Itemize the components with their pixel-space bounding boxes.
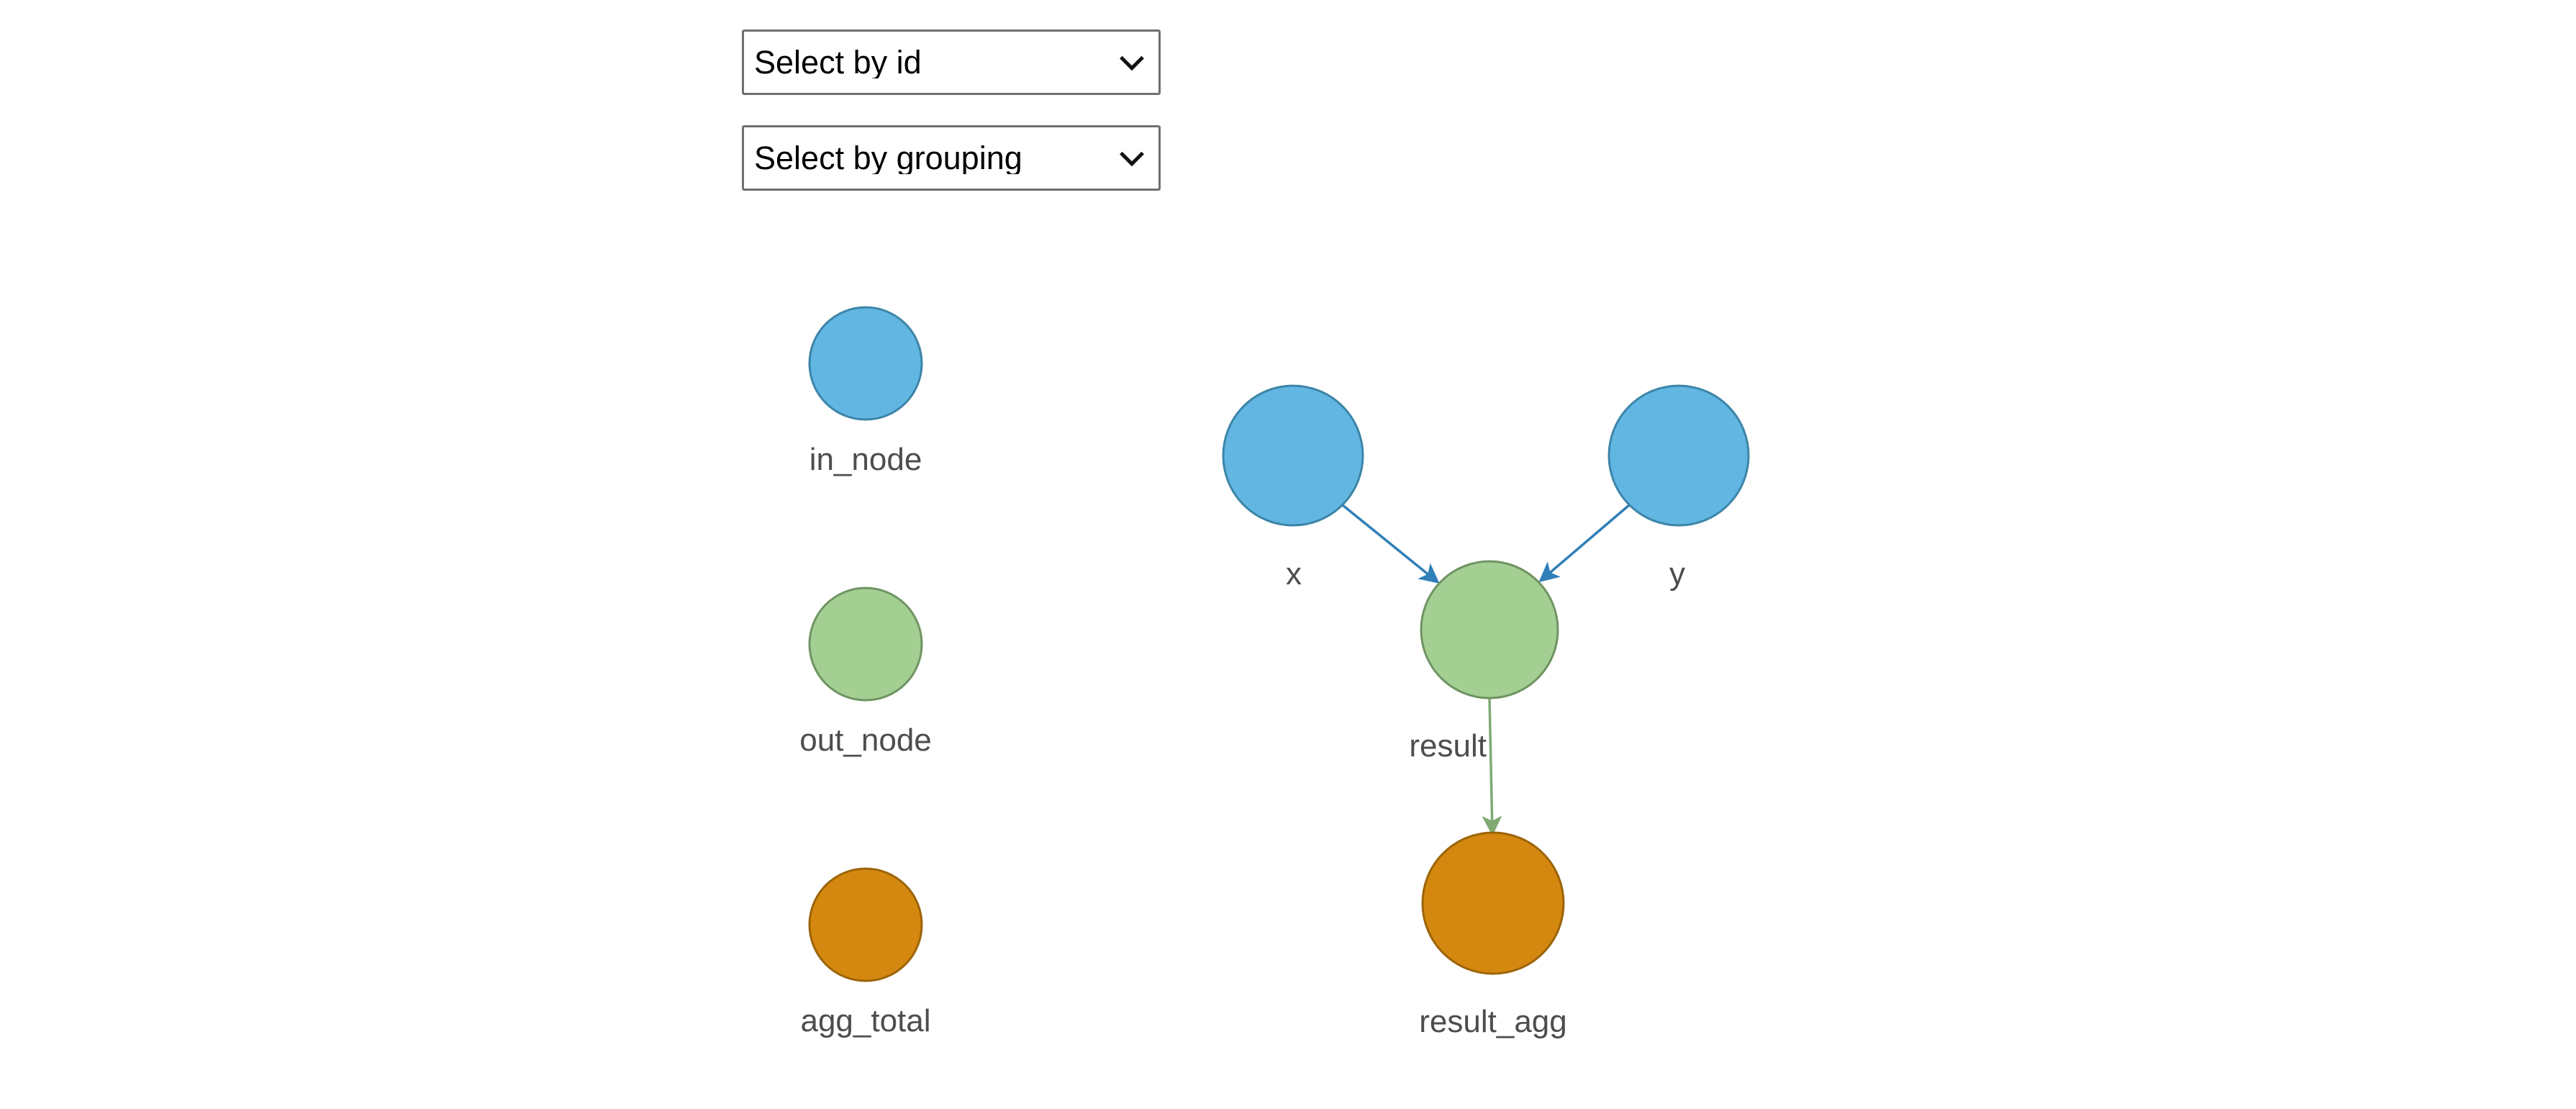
legend-swatch-out-node[interactable] [808, 587, 923, 702]
edge-label-result: result [1409, 728, 1487, 764]
edge-result-to-result-agg[interactable] [1482, 697, 1502, 836]
legend-label-in-node: in_node [809, 442, 922, 477]
legend-item-in-node[interactable]: in_node [808, 306, 923, 477]
controls-panel: Select by id Select by grouping [742, 30, 1161, 221]
legend-item-out-node[interactable]: out_node [799, 587, 932, 758]
graph-node-result-agg[interactable]: result_agg [1419, 831, 1567, 1039]
legend-swatch-in-node[interactable] [808, 306, 923, 421]
select-by-grouping-dropdown[interactable]: Select by grouping [742, 125, 1161, 191]
graph-node-y[interactable]: y [1607, 384, 1750, 592]
select-by-id-value: Select by id [754, 46, 922, 78]
graph-node-label-x: x [1286, 556, 1302, 592]
graph-node-x[interactable]: x [1222, 384, 1364, 592]
edge-y-to-result[interactable] [1538, 504, 1631, 583]
graph-node-label-y: y [1669, 556, 1685, 592]
legend-group: in_node out_node agg_total [799, 306, 932, 1038]
graph-nodes: x y result_agg [1222, 384, 1750, 1039]
graph-edges: result [1341, 504, 1631, 836]
graph-node-circle-y[interactable] [1607, 384, 1750, 527]
edge-x-to-result[interactable] [1341, 504, 1440, 584]
graph-node-label-result-agg: result_agg [1419, 1004, 1566, 1039]
select-by-grouping-value: Select by grouping [754, 142, 1022, 174]
chevron-down-icon[interactable] [1115, 46, 1148, 79]
select-by-id-dropdown[interactable]: Select by id [742, 30, 1161, 95]
graph-node-result[interactable] [1420, 560, 1559, 700]
legend-item-agg-total[interactable]: agg_total [800, 867, 931, 1038]
graph-node-circle-result[interactable] [1420, 560, 1559, 700]
legend-swatch-agg-total[interactable] [808, 867, 923, 982]
chevron-down-icon[interactable] [1115, 142, 1148, 175]
legend-label-out-node: out_node [799, 723, 932, 758]
legend-label-agg-total: agg_total [800, 1003, 930, 1038]
graph-node-circle-result-agg[interactable] [1421, 831, 1565, 975]
graph-node-circle-x[interactable] [1222, 384, 1364, 527]
